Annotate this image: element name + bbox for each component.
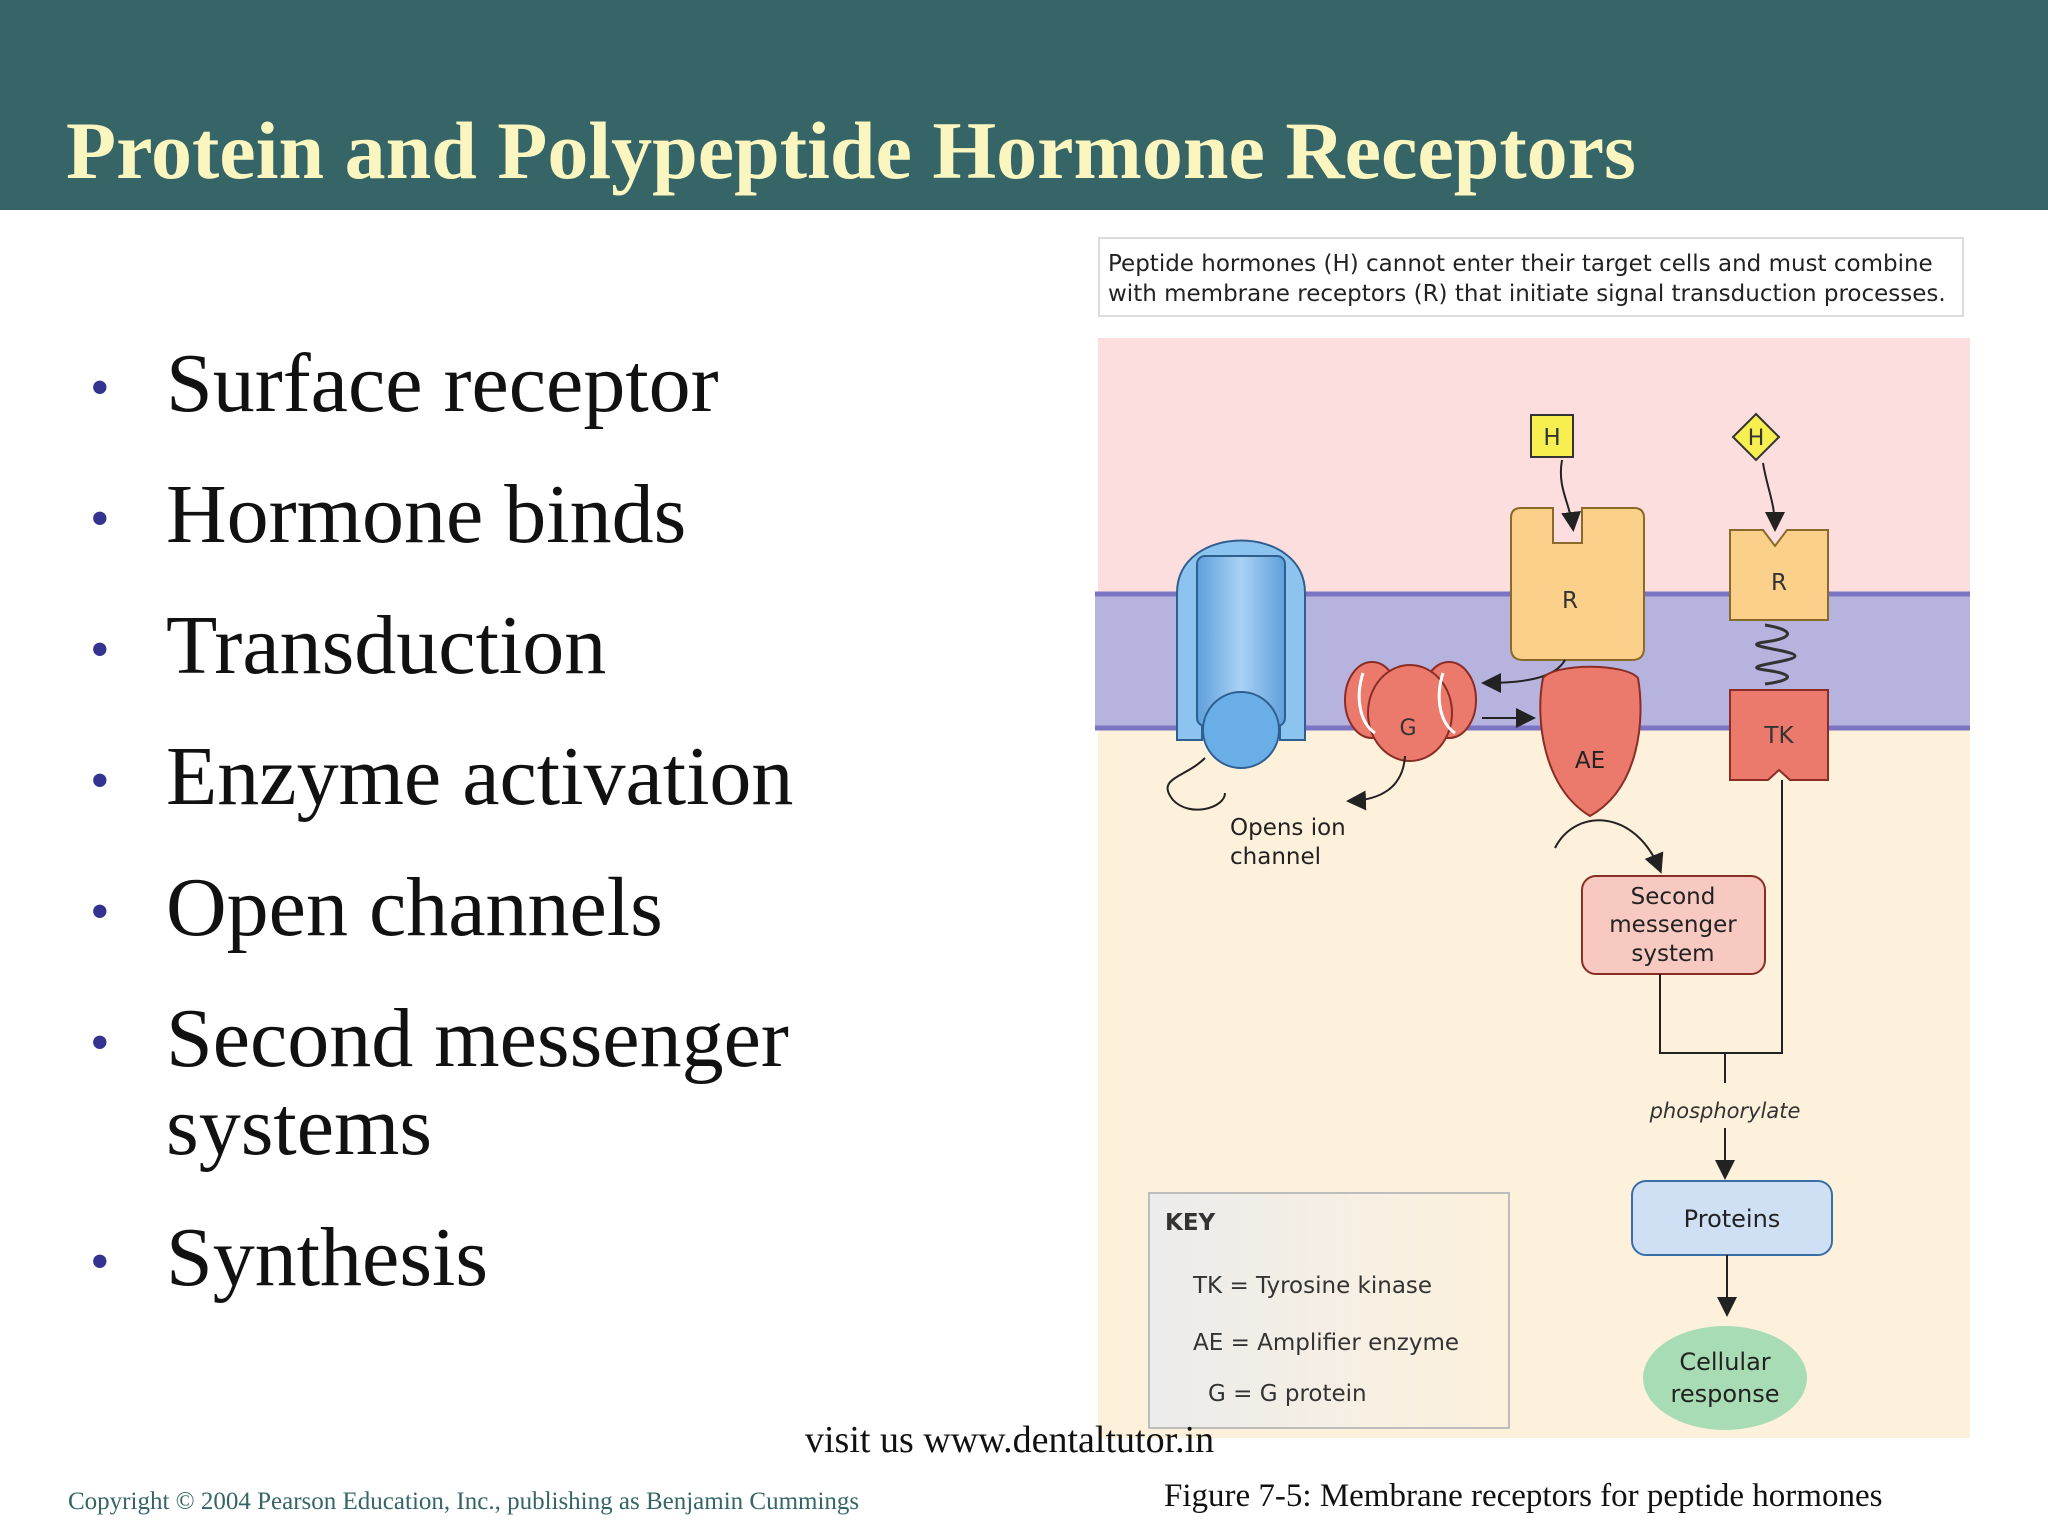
tyrosine-kinase-receptor-icon: R TK bbox=[1729, 529, 1829, 781]
bullet-dot-icon: • bbox=[90, 881, 110, 943]
figure-description: Peptide hormones (H) cannot enter their … bbox=[1098, 237, 1964, 317]
second-messenger-label: messenger bbox=[1609, 912, 1737, 938]
copyright-text: Copyright © 2004 Pearson Education, Inc.… bbox=[68, 1488, 860, 1515]
opens-ion-label: channel bbox=[1230, 844, 1321, 870]
figure-caption: Figure 7-5: Membrane receptors for pepti… bbox=[1164, 1478, 1883, 1514]
website-note: visit us www.dentaltutor.in bbox=[805, 1419, 1215, 1461]
bullet-text: Second messenger systems bbox=[166, 992, 789, 1173]
receptor-to-g-arrow bbox=[1481, 659, 1566, 693]
phosphorylate-label: phosphorylate bbox=[1649, 1099, 1801, 1123]
cellular-response-label: Cellular bbox=[1679, 1348, 1770, 1376]
bullet-text: Open channels bbox=[166, 861, 663, 954]
bullet-item: • Hormone binds bbox=[90, 471, 966, 559]
hormone-to-receptor-arrow bbox=[1762, 462, 1785, 532]
bullet-text: Transduction bbox=[166, 599, 607, 692]
second-messenger-label: system bbox=[1631, 941, 1714, 967]
cellular-response-ellipse: Cellular response bbox=[1643, 1326, 1807, 1430]
receptor-label: R bbox=[1562, 588, 1578, 614]
second-messenger-box: Second messenger system bbox=[1581, 875, 1766, 975]
bullet-item: • Second messenger systems bbox=[90, 995, 966, 1171]
tk-label: TK bbox=[1763, 723, 1794, 749]
slide-title: Protein and Polypeptide Hormone Receptor… bbox=[66, 105, 1636, 196]
bullet-list: • Surface receptor • Hormone binds • Transd… bbox=[90, 340, 966, 1345]
key-item: G = G protein bbox=[1208, 1381, 1367, 1407]
receptor-diagram: G Opens ion channel H R AE H R TK Second… bbox=[1095, 338, 1970, 1438]
key-title: KEY bbox=[1165, 1210, 1216, 1236]
bullet-item: • Enzyme activation bbox=[90, 733, 966, 821]
key-item: TK = Tyrosine kinase bbox=[1192, 1273, 1432, 1299]
proteins-box: Proteins bbox=[1631, 1180, 1833, 1256]
title-bar bbox=[0, 0, 2048, 210]
bullet-dot-icon: • bbox=[90, 357, 110, 419]
hormone-diamond-icon: H bbox=[1731, 412, 1781, 462]
bullet-item: • Synthesis bbox=[90, 1214, 966, 1302]
bullet-dot-icon: • bbox=[90, 1231, 110, 1293]
receptor-icon: R bbox=[1510, 507, 1645, 661]
bullet-dot-icon: • bbox=[90, 488, 110, 550]
bullet-dot-icon: • bbox=[90, 619, 110, 681]
bullet-dot-icon: • bbox=[90, 1012, 110, 1074]
ion-channel-icon bbox=[1166, 539, 1306, 811]
bullet-text: Synthesis bbox=[166, 1211, 489, 1304]
figure-description-line: Peptide hormones (H) cannot enter their … bbox=[1108, 251, 1933, 277]
second-messenger-label: Second bbox=[1631, 884, 1716, 910]
pathway-connector bbox=[1659, 780, 1783, 1054]
ae-to-second-messenger-arrow bbox=[1554, 819, 1664, 874]
cellular-response-label: response bbox=[1670, 1380, 1779, 1408]
g-label: G bbox=[1399, 716, 1416, 741]
hormone-label: H bbox=[1543, 425, 1560, 451]
g-to-channel-arrow bbox=[1346, 755, 1406, 811]
key-box: KEY TK = Tyrosine kinase AE = Amplifier … bbox=[1148, 1192, 1510, 1429]
amplifier-enzyme-icon: AE bbox=[1539, 665, 1642, 818]
ae-label: AE bbox=[1575, 748, 1605, 774]
bullet-dot-icon: • bbox=[90, 750, 110, 812]
proteins-label: Proteins bbox=[1684, 1205, 1781, 1233]
bullet-item: • Transduction bbox=[90, 602, 966, 690]
hormone-to-receptor-arrow bbox=[1559, 459, 1582, 532]
g-protein-icon: G bbox=[1344, 661, 1477, 762]
bullet-text: Enzyme activation bbox=[166, 730, 794, 823]
opens-ion-label: Opens ion bbox=[1230, 815, 1346, 841]
figure-description-line: with membrane receptors (R) that initiat… bbox=[1108, 281, 1946, 307]
key-item: AE = Amplifier enzyme bbox=[1193, 1330, 1459, 1356]
bullet-item: • Surface receptor bbox=[90, 340, 966, 428]
hormone-square-icon: H bbox=[1530, 414, 1574, 458]
bullet-text: Surface receptor bbox=[166, 337, 719, 430]
bullet-text: Hormone binds bbox=[166, 468, 687, 561]
bullet-item: • Open channels bbox=[90, 864, 966, 952]
hormone-label: H bbox=[1748, 426, 1765, 451]
receptor-label: R bbox=[1771, 570, 1787, 596]
